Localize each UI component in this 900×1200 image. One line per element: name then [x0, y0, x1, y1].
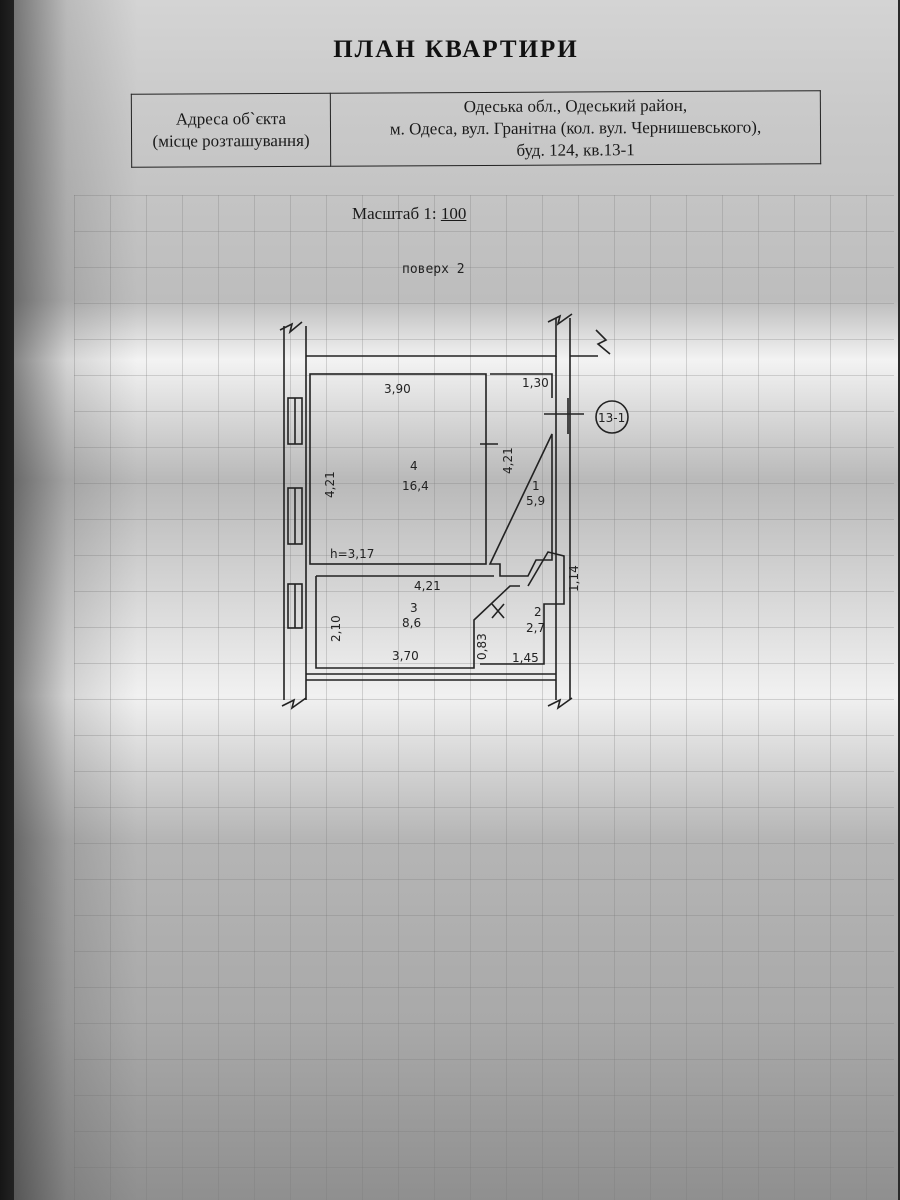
- room-4-area: 16,4: [402, 479, 429, 493]
- document-sheet: ПЛАН КВАРТИРИ Адреса об`єкта (місце розт…: [14, 0, 898, 1200]
- dim-room3-height: 2,10: [329, 615, 343, 642]
- dim-room4-width: 3,90: [384, 382, 411, 396]
- dim-room4-height: 4,21: [323, 471, 337, 498]
- room-2-area: 2,7: [526, 621, 545, 635]
- dim-room1-width: 1,30: [522, 376, 549, 390]
- window-1: [287, 397, 303, 445]
- dim-room2-left: 0,83: [475, 633, 489, 660]
- break-mark-bottom-right: [547, 697, 573, 710]
- room-2-door-cross: [491, 603, 505, 619]
- room-3-area: 8,6: [402, 616, 421, 630]
- dim-room3-top: 4,21: [414, 579, 441, 593]
- room-1-area: 5,9: [526, 494, 545, 508]
- dim-room3-bottom: 3,70: [392, 649, 419, 663]
- apartment-marker-label: 13-1: [598, 411, 625, 425]
- room-2-outline: [480, 551, 565, 665]
- break-mark-top-right: [547, 313, 611, 355]
- room-3-number: 3: [410, 601, 418, 615]
- entrance-door: [544, 398, 584, 434]
- room-2-number: 2: [534, 605, 542, 619]
- dim-room1-height: 4,21: [501, 447, 515, 474]
- dim-room2-side: 1,14: [567, 565, 581, 592]
- room-4-outline: [309, 373, 487, 565]
- break-mark-bottom-left: [281, 697, 307, 710]
- ceiling-height-label: h=3,17: [330, 547, 374, 561]
- room-1-outline: [488, 373, 553, 577]
- window-3: [287, 583, 303, 629]
- wall-outer-right: [555, 318, 598, 700]
- floor-plan-drawing: 3,90 1,30 4,21 4,21 4 16,4 1 5,9 h=3,17 …: [279, 313, 629, 710]
- wall-outer: [283, 318, 557, 700]
- room-1-number: 1: [532, 479, 540, 493]
- window-2: [287, 487, 303, 545]
- floor-slab-bottom: [306, 673, 556, 681]
- dim-room2-bottom: 1,45: [512, 651, 539, 665]
- room-4-number: 4: [410, 459, 418, 473]
